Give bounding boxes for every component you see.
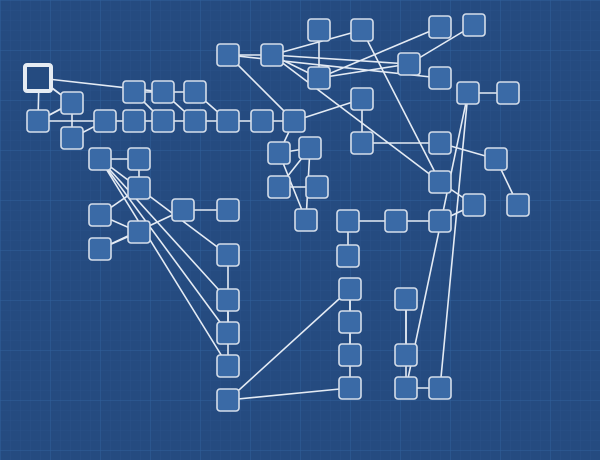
graph-node-n14[interactable] [183, 80, 207, 104]
graph-node-n42[interactable] [127, 176, 151, 200]
edge-n40-n51 [99, 158, 229, 367]
graph-node-n51[interactable] [216, 354, 240, 378]
graph-node-n22[interactable] [462, 13, 486, 37]
graph-node-n10[interactable] [250, 109, 274, 133]
graph-node-n60[interactable] [428, 376, 452, 400]
graph-node-n3[interactable] [26, 109, 50, 133]
edge-n52-n53 [227, 288, 351, 401]
graph-node-n40[interactable] [88, 147, 112, 171]
graph-node-n15[interactable] [216, 43, 240, 67]
edge-n16-n20 [271, 54, 410, 65]
graph-node-n19[interactable] [307, 66, 331, 90]
graph-node-n18[interactable] [350, 18, 374, 42]
graph-node-n45[interactable] [88, 237, 112, 261]
edge-n16-n34 [271, 54, 441, 183]
graph-node-n23[interactable] [428, 66, 452, 90]
graph-node-n30[interactable] [298, 136, 322, 160]
edge-n40-n48 [99, 158, 229, 256]
graph-node-n8[interactable] [183, 109, 207, 133]
edge-n60-n61 [439, 92, 469, 389]
graph-node-n53[interactable] [338, 277, 362, 301]
graph-node-n29[interactable] [267, 141, 291, 165]
edge-n18-n34 [361, 29, 441, 183]
graph-node-n27[interactable] [484, 147, 508, 171]
graph-node-n7[interactable] [151, 109, 175, 133]
graph-node-n36[interactable] [428, 209, 452, 233]
graph-node-n31[interactable] [267, 175, 291, 199]
graph-node-n6[interactable] [122, 109, 146, 133]
graph-node-n21[interactable] [428, 15, 452, 39]
edge-n19-n20 [318, 63, 410, 79]
edge-n11-n15 [227, 54, 295, 122]
graph-node-n57[interactable] [394, 287, 418, 311]
graph-node-n43[interactable] [88, 203, 112, 227]
graph-node-n46[interactable] [171, 198, 195, 222]
graph-node-n17[interactable] [307, 18, 331, 42]
graph-node-n54[interactable] [338, 310, 362, 334]
graph-node-n4[interactable] [60, 126, 84, 150]
graph-node-n58[interactable] [394, 343, 418, 367]
graph-node-n11[interactable] [282, 109, 306, 133]
graph-node-n61[interactable] [456, 81, 480, 105]
graph-node-n62[interactable] [496, 81, 520, 105]
graph-node-n26[interactable] [428, 131, 452, 155]
node-layer [23, 13, 530, 412]
graph-node-n44[interactable] [127, 220, 151, 244]
graph-node-n12[interactable] [122, 80, 146, 104]
graph-node-n49[interactable] [216, 288, 240, 312]
graph-node-n39[interactable] [336, 244, 360, 268]
graph-node-n41[interactable] [127, 147, 151, 171]
graph-node-n33[interactable] [294, 208, 318, 232]
graph-node-n9[interactable] [216, 109, 240, 133]
graph-node-n32[interactable] [305, 175, 329, 199]
graph-node-n59[interactable] [394, 376, 418, 400]
graph-node-n48[interactable] [216, 243, 240, 267]
edge-n16-n18 [271, 29, 363, 56]
graph-node-n52[interactable] [216, 388, 240, 412]
graph-node-n55[interactable] [338, 343, 362, 367]
graph-node-n16[interactable] [260, 43, 284, 67]
edge-n40-n50 [99, 158, 229, 334]
graph-node-n56[interactable] [338, 376, 362, 400]
graph-node-n38[interactable] [336, 209, 360, 233]
graph-node-n5[interactable] [93, 109, 117, 133]
graph-node-n24[interactable] [350, 87, 374, 111]
graph-node-n28[interactable] [506, 193, 530, 217]
graph-node-n47[interactable] [216, 198, 240, 222]
graph-node-n2[interactable] [60, 91, 84, 115]
selected-node[interactable] [23, 63, 53, 93]
graph-node-n35[interactable] [462, 193, 486, 217]
edge-n52-n56 [227, 387, 351, 401]
edge-n19-n21 [318, 26, 441, 79]
graph-node-n34[interactable] [428, 170, 452, 194]
graph-node-n20[interactable] [397, 52, 421, 76]
edge-n59-n61 [405, 92, 469, 389]
graph-node-n13[interactable] [151, 80, 175, 104]
edge-n40-n49 [99, 158, 229, 301]
graph-node-n37[interactable] [384, 209, 408, 233]
graph-node-n25[interactable] [350, 131, 374, 155]
graph-node-n50[interactable] [216, 321, 240, 345]
